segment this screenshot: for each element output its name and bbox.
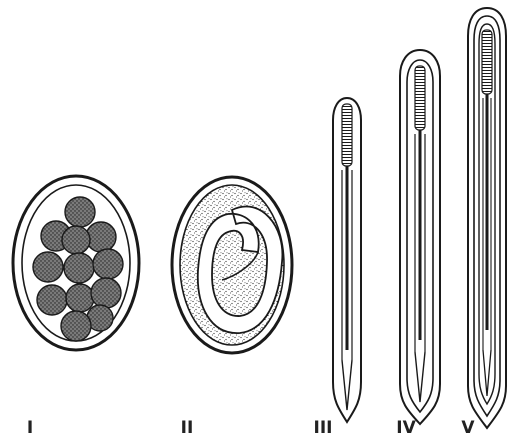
stage-larva-two-sheaths <box>400 50 440 424</box>
esophagus-hatched <box>482 30 492 94</box>
stage-label-v: V <box>461 418 475 435</box>
esophagus-hatched <box>415 66 425 130</box>
stage-egg-coiled-larva <box>172 177 292 353</box>
stage-label-iii: III <box>314 418 333 435</box>
stage-larva-one-sheath <box>333 98 361 422</box>
stage-label-i: I <box>27 418 33 435</box>
stage-egg-morula <box>13 176 139 350</box>
esophagus-hatched <box>342 104 352 166</box>
stage-larva-three-sheaths <box>468 8 506 428</box>
stage-label-iv: IV <box>396 418 416 435</box>
stage-label-ii: II <box>181 418 194 435</box>
